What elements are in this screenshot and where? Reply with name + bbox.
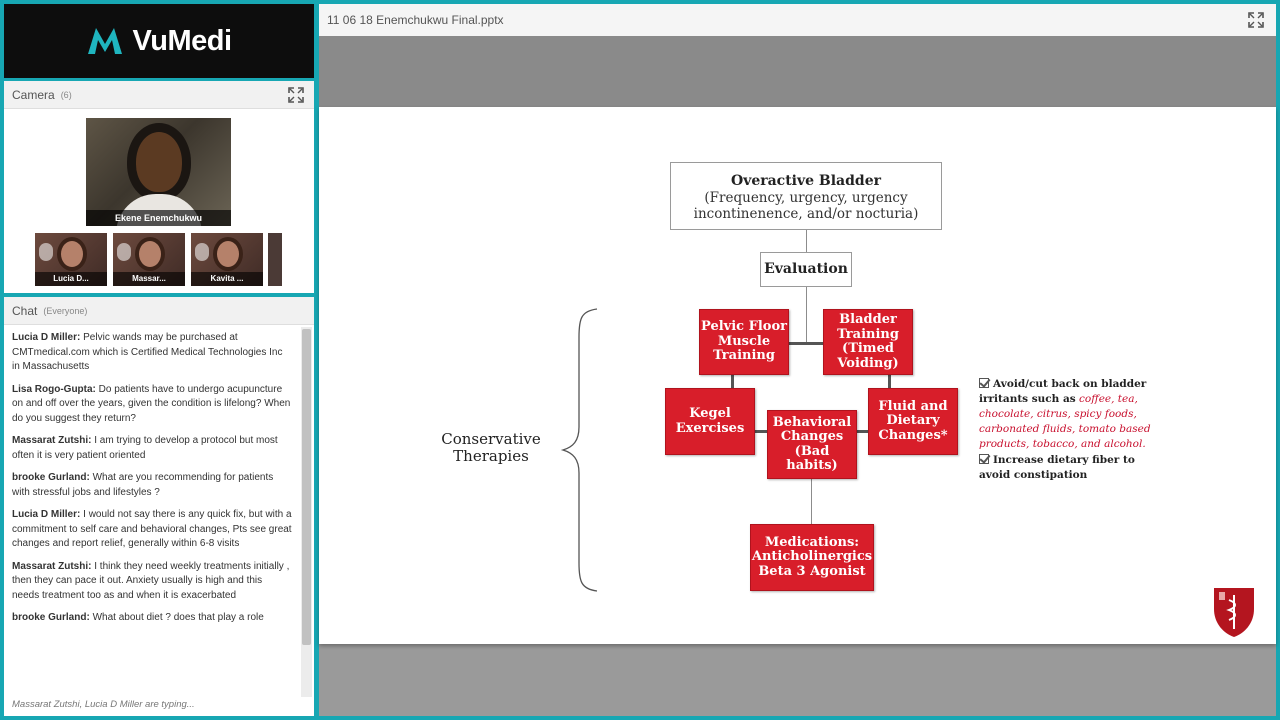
connector-line: [811, 479, 812, 524]
connector-line: [806, 230, 807, 252]
curly-brace: [560, 308, 598, 592]
root-title: Overactive Bladder: [731, 173, 881, 189]
message-author: Massarat Zutshi:: [12, 435, 92, 446]
evaluation-box: Evaluation: [760, 252, 852, 287]
chat-panel-header: Chat (Everyone): [4, 297, 314, 325]
pelvic-floor-box: Pelvic Floor Muscle Training: [699, 309, 789, 375]
connector-line: [731, 375, 734, 389]
connector-line: [789, 342, 825, 345]
participant-thumbnail[interactable]: Kavita ...: [191, 233, 263, 286]
connector-line: [751, 430, 769, 433]
shield-logo-icon: [1214, 588, 1254, 637]
chat-message: brooke Gurland: What about diet ? does t…: [12, 611, 292, 626]
vumedi-logo: VuMedi: [4, 4, 314, 78]
fiber-note: Increase dietary fiber to avoid constipa…: [979, 453, 1164, 483]
expand-icon[interactable]: [288, 87, 304, 103]
message-text: I think they need weekly treatments init…: [12, 560, 290, 601]
microphone-icon: [39, 243, 53, 261]
microphone-icon: [195, 243, 209, 261]
participant-thumbnail[interactable]: Massar...: [113, 233, 185, 286]
kegel-exercises-box: Kegel Exercises: [665, 388, 755, 455]
speaker-avatar: [136, 132, 182, 192]
typing-indicator: Massarat Zutshi, Lucia D Miller are typi…: [12, 699, 195, 710]
medications-box: Medications: Anticholinergics Beta 3 Ago…: [750, 524, 874, 591]
irritants-list: coffee, tea, chocolate, citrus, spicy fo…: [979, 393, 1151, 450]
message-text: I would not say there is any quick fix, …: [12, 509, 292, 549]
conservative-therapies-label: Conservative Therapies: [441, 430, 541, 465]
main-speaker-video[interactable]: Ekene Enemchukwu: [86, 118, 231, 226]
message-text: What about diet ? does that play a role: [92, 612, 264, 623]
connector-line: [806, 287, 807, 343]
chat-title: Chat: [12, 303, 38, 318]
message-author: Lisa Rogo-Gupta:: [12, 383, 96, 395]
chat-message: Massarat Zutshi: I think they need weekl…: [12, 560, 292, 604]
slide: Overactive Bladder (Frequency, urgency, …: [319, 107, 1276, 644]
vumedi-mark-icon: [88, 28, 123, 54]
irritants-note: Avoid/cut back on bladder irritants such…: [979, 377, 1164, 452]
microphone-icon: [117, 243, 131, 261]
main-speaker-name: Ekene Enemchukwu: [86, 210, 231, 226]
checkbox-icon: [979, 378, 989, 388]
chat-panel: Chat (Everyone) Lucia D Miller: Pelvic w…: [4, 297, 314, 716]
participant-thumbnail-partial[interactable]: [268, 233, 282, 286]
root-subtitle: (Frequency, urgency, urgency incontinene…: [693, 190, 919, 222]
message-author: Massarat Zutshi:: [12, 560, 92, 572]
message-author: Lucia D Miller:: [12, 509, 81, 520]
participant-name: Massar...: [113, 272, 185, 286]
expand-icon[interactable]: [1248, 12, 1264, 28]
presentation-header: 11 06 18 Enemchukwu Final.pptx: [319, 4, 1276, 36]
chat-message-list[interactable]: Lucia D Miller: Pelvic wands may be purc…: [4, 327, 298, 697]
connector-line: [888, 375, 891, 389]
camera-count: (6): [60, 89, 72, 100]
presentation-filename: 11 06 18 Enemchukwu Final.pptx: [327, 13, 504, 27]
chat-message: Lisa Rogo-Gupta: Do patients have to und…: [12, 383, 292, 427]
message-author: brooke Gurland:: [12, 472, 90, 483]
message-text: Do patients have to undergo acupuncture …: [12, 383, 291, 424]
message-text: Pelvic wands may be purchased at CMTmedi…: [12, 332, 283, 372]
chat-message: brooke Gurland: What are you recommendin…: [12, 471, 292, 500]
chat-message: Lucia D Miller: Pelvic wands may be purc…: [12, 331, 292, 375]
logo-text: VuMedi: [132, 24, 232, 57]
message-author: Lucia D Miller:: [12, 332, 81, 343]
participant-name: Lucia D...: [35, 272, 107, 286]
chat-message: Lucia D Miller: I would not say there is…: [12, 508, 292, 552]
chat-scope[interactable]: (Everyone): [43, 305, 88, 316]
camera-panel-header: Camera (6): [4, 81, 314, 109]
note-text: Avoid/cut back on bladder irritants such…: [979, 378, 1147, 405]
note-text: Increase dietary fiber to avoid constipa…: [979, 454, 1135, 481]
bladder-training-box: Bladder Training (Timed Voiding): [823, 309, 913, 375]
fluid-dietary-box: Fluid and Dietary Changes*: [868, 388, 958, 455]
checkbox-icon: [979, 454, 989, 464]
overactive-bladder-box: Overactive Bladder (Frequency, urgency, …: [670, 162, 942, 230]
participant-thumbnail[interactable]: Lucia D...: [35, 233, 107, 286]
chat-scrollbar-thumb[interactable]: [302, 329, 311, 645]
camera-panel: Camera (6) Ekene Enemchukwu Lucia D... M…: [4, 81, 314, 293]
message-text: What are you recommending for patients w…: [12, 472, 274, 498]
behavioral-changes-box: Behavioral Changes (Bad habits): [767, 410, 857, 479]
message-author: brooke Gurland:: [12, 612, 90, 623]
camera-title: Camera: [12, 87, 55, 102]
connector-line: [856, 430, 870, 433]
chat-message: Massarat Zutshi: I am trying to develop …: [12, 434, 292, 463]
message-text: I am trying to develop a protocol but mo…: [12, 435, 278, 461]
participant-name: Kavita ...: [191, 272, 263, 286]
